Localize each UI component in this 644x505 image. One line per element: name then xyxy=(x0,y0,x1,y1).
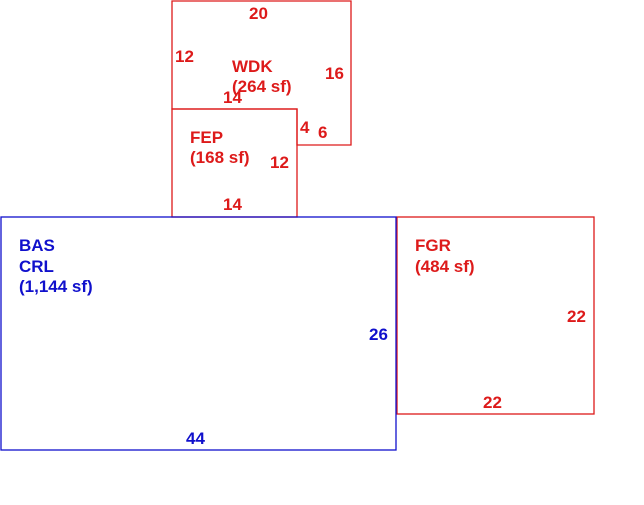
bas-code-label: BAS xyxy=(19,236,55,255)
bas-subcode-label: CRL xyxy=(19,257,54,276)
bas-area-label: (1,144 sf) xyxy=(19,277,93,296)
bas-outline xyxy=(0,216,397,451)
fgr-dim-right: 22 xyxy=(567,307,586,326)
fgr-dim-bottom: 22 xyxy=(483,393,502,412)
wdk-dim-bottom-right: 6 xyxy=(318,123,327,142)
fgr-area-label: (484 sf) xyxy=(415,257,475,276)
wdk-code-label: WDK xyxy=(232,57,273,76)
wdk-dim-bottom-inner: 14 xyxy=(223,88,242,107)
wdk-dim-left: 12 xyxy=(175,47,194,66)
wdk-area-label: (264 sf) xyxy=(232,77,292,96)
fgr-code-label: FGR xyxy=(415,236,451,255)
fep-code-label: FEP xyxy=(190,128,223,147)
wdk-dim-top: 20 xyxy=(249,4,268,23)
fep-area-label: (168 sf) xyxy=(190,148,250,167)
wdk-dim-notch: 4 xyxy=(300,118,310,137)
fep-dim-right: 12 xyxy=(270,153,289,172)
fep-dim-bottom: 14 xyxy=(223,195,242,214)
bas-dim-right: 26 xyxy=(369,325,388,344)
bas-dim-bottom: 44 xyxy=(186,429,205,448)
wdk-dim-right: 16 xyxy=(325,64,344,83)
fgr-outline xyxy=(396,216,595,415)
